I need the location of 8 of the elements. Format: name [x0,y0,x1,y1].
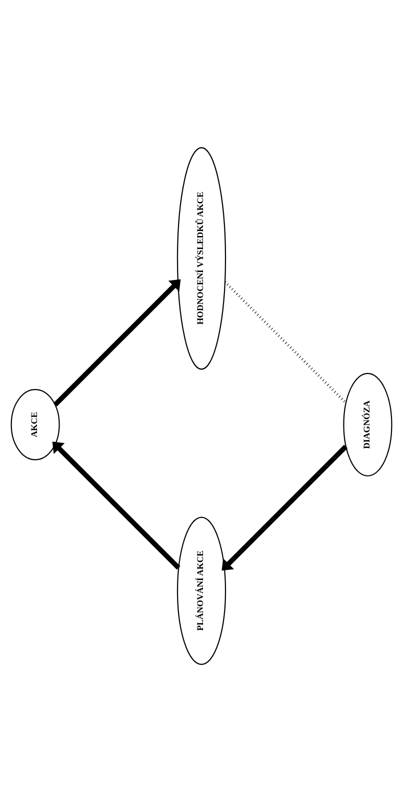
node-ellipse: PLÁNOVÁNÍ AKCE [176,516,226,664]
connector [224,280,346,404]
arrow [52,441,180,570]
arrow [52,278,180,406]
node-ellipse: DIAGNÓZA [342,372,392,476]
arrow [221,444,348,570]
node-ellipse: HODNOCENÍ VÝSLEDKŮ AKCE [176,146,226,370]
node-ellipse: AKCE [10,388,60,460]
